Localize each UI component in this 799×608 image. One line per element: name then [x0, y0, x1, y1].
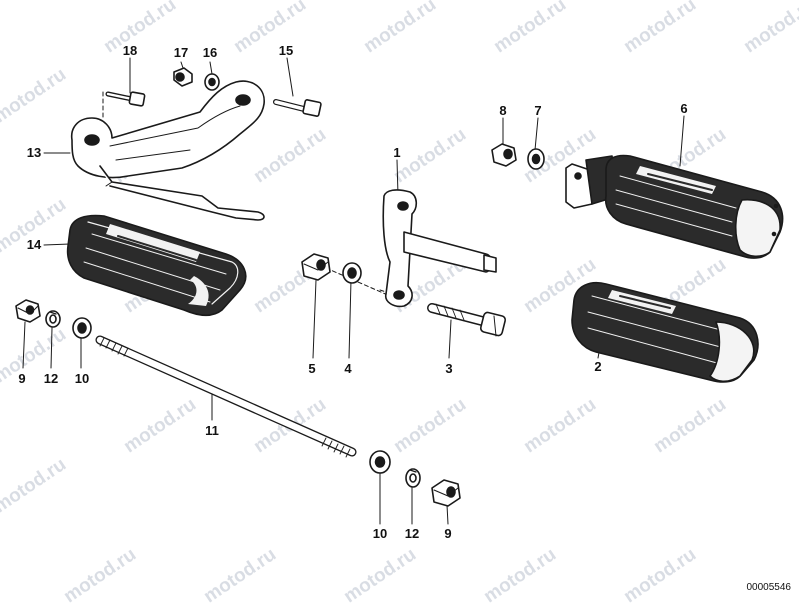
label-part-10-left: 10	[74, 371, 90, 386]
pivot-bracket-part-1	[382, 189, 497, 308]
bolt-part-3	[427, 303, 507, 337]
label-part-6: 6	[680, 101, 688, 116]
threaded-rod-part-11	[95, 335, 357, 458]
label-part-12-left: 12	[43, 371, 59, 386]
nut-part-5	[301, 253, 331, 281]
footrest-rubber-part-2	[571, 282, 759, 383]
label-part-8: 8	[499, 103, 507, 118]
label-part-4: 4	[344, 361, 352, 376]
footrest-rubber-part-14	[66, 214, 247, 317]
label-part-5: 5	[308, 361, 316, 376]
washer-part-7	[527, 148, 545, 170]
bolt-part-15	[273, 99, 322, 117]
label-part-2: 2	[594, 359, 602, 374]
footrest-part-6	[565, 154, 784, 259]
label-part-7: 7	[534, 103, 542, 118]
washer-part-4	[342, 262, 362, 284]
label-part-15: 15	[278, 43, 294, 58]
washer-part-16	[204, 73, 220, 91]
label-part-9-left: 9	[18, 371, 26, 386]
nut-part-17	[173, 67, 193, 87]
label-part-3: 3	[445, 361, 453, 376]
washer-part-10-left	[72, 317, 92, 339]
bracket-part-13	[70, 80, 265, 221]
label-part-18: 18	[122, 43, 138, 58]
label-part-9-right: 9	[444, 526, 452, 541]
diagram-reference-number: 00005546	[746, 582, 792, 593]
label-part-1: 1	[393, 145, 401, 160]
bolt-part-18	[105, 91, 146, 107]
lock-washer-part-12-left	[45, 310, 61, 328]
label-part-12-right: 12	[404, 526, 420, 541]
label-part-11: 11	[205, 423, 219, 438]
label-part-13: 13	[26, 145, 42, 160]
label-part-14: 14	[26, 237, 42, 252]
nut-part-8	[491, 143, 517, 167]
lock-washer-part-12-right	[405, 468, 421, 488]
nut-part-9-right	[431, 479, 461, 507]
washer-part-10-right	[369, 450, 391, 474]
nut-part-9-left	[15, 299, 41, 323]
label-part-16: 16	[202, 45, 218, 60]
label-part-17: 17	[173, 45, 189, 60]
label-part-10-right: 10	[372, 526, 388, 541]
